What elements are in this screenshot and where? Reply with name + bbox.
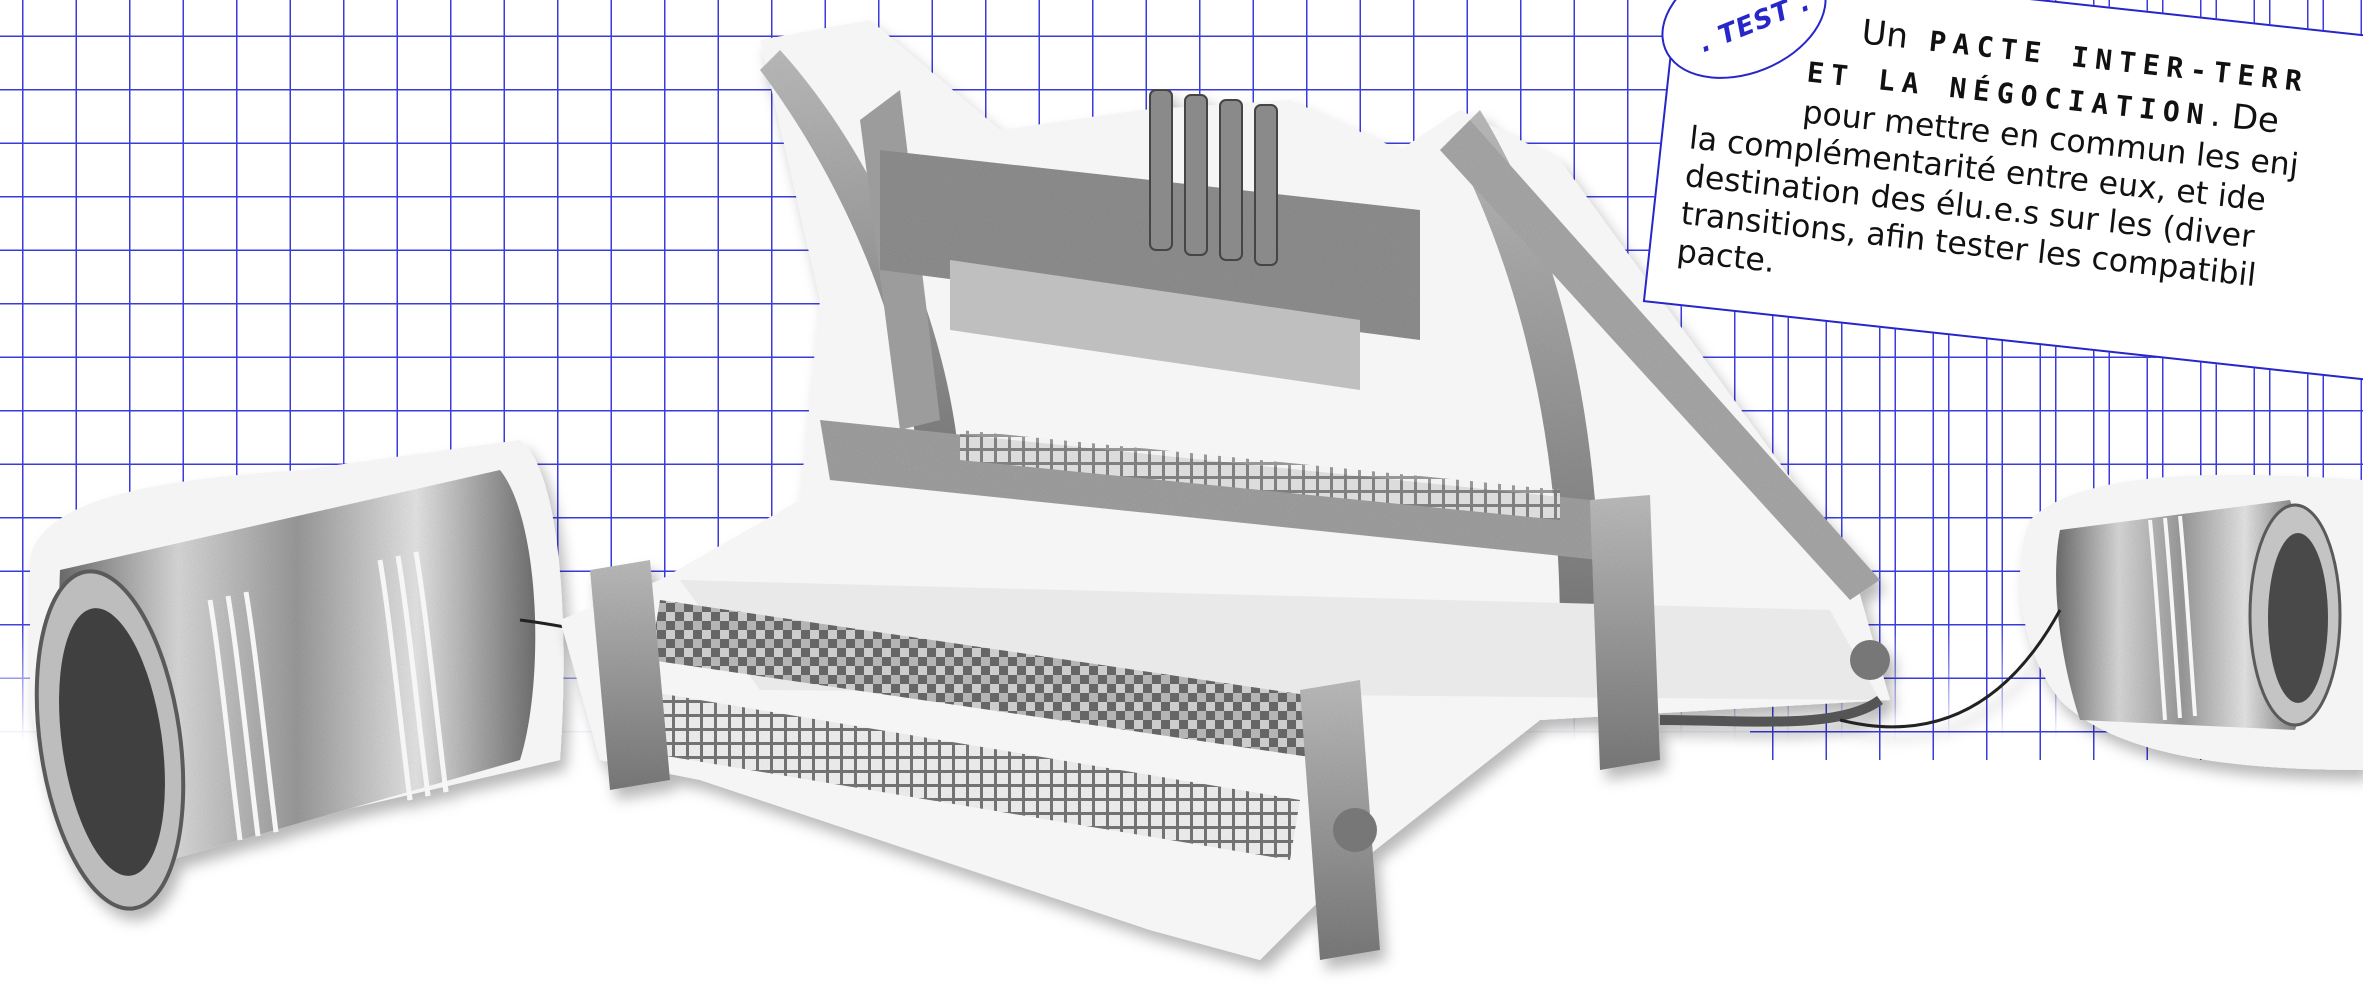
tin-can-right-icon: [1839, 474, 2363, 770]
weaving-loom-icon: [560, 20, 1890, 960]
note-heading-tail: . De: [2208, 94, 2282, 142]
tin-can-left-icon: [30, 440, 691, 911]
note-intro-word: Un: [1859, 12, 1911, 58]
